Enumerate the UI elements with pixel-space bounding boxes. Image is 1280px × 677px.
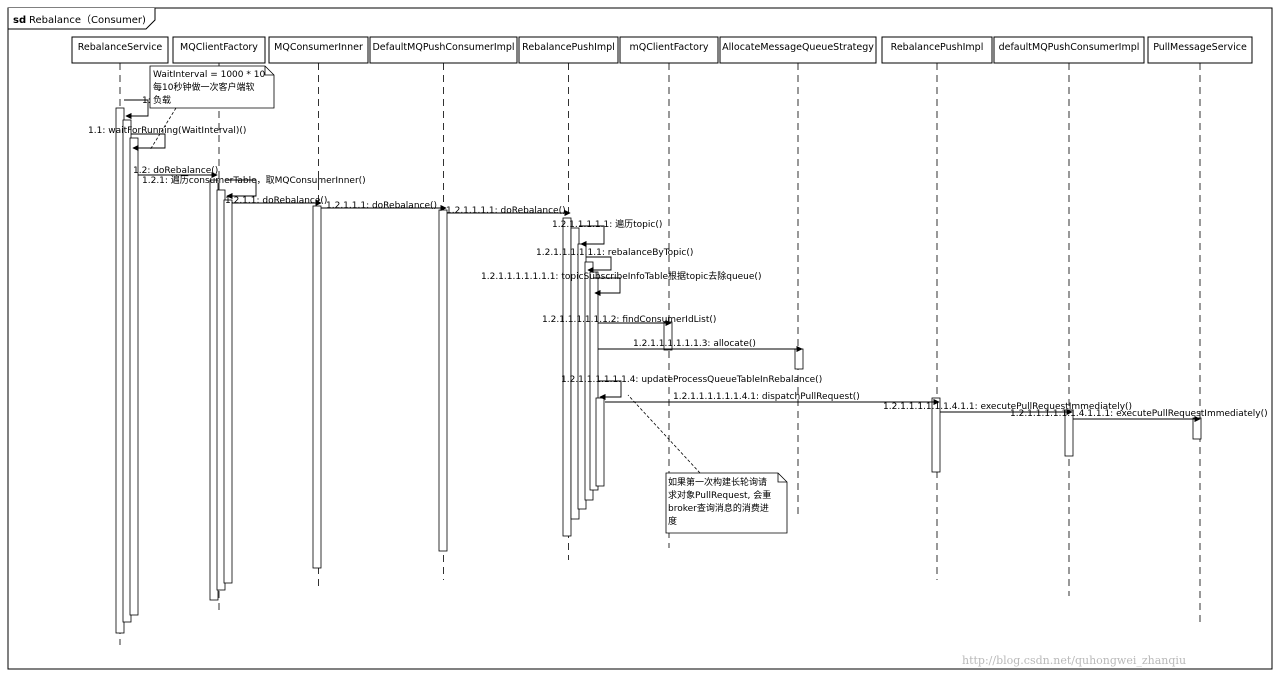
activation-bar — [595, 397, 605, 487]
participant-box — [518, 36, 619, 64]
message-label: 1.2.1.1.1: doRebalance() — [326, 201, 437, 211]
participant-name: DefaultMQPushConsumerImpl — [372, 42, 514, 53]
self-message-arrow — [225, 179, 257, 200]
message-label: 1.2.1.1: doRebalance() — [225, 196, 327, 206]
self-message-arrow — [593, 277, 621, 297]
message-label: 1.2.1.1.1.1.1.1.4.1.1.1: executePullRequ… — [1010, 409, 1268, 419]
note-pull-line-3: broker查询消息的消费进 — [668, 502, 769, 514]
message-label: 1.2.1.1.1.1.1.1.1: topicSubscribeInfoTab… — [481, 270, 761, 282]
participant-name: MQConsumerInner — [274, 42, 363, 53]
participant-box — [71, 36, 169, 64]
message-label: 1.2.1.1.1.1: doRebalance() — [446, 206, 566, 216]
participant-name: RebalancePushImpl — [522, 42, 615, 53]
note-pull-line-1: 如果第一次构建长轮询请 — [668, 476, 767, 488]
frame-kind: sd — [13, 15, 26, 26]
activation-bar — [223, 199, 233, 584]
note-wait-line-1: WaitInterval = 1000 * 10 — [153, 70, 265, 80]
self-message-arrow — [124, 99, 149, 120]
participant-box — [1147, 36, 1253, 64]
message-label: 1.2.1.1.1.1.1.1.2: findConsumerIdList() — [542, 315, 716, 325]
message-label: 1.2.1.1.1.1.1.1.4: updateProcessQueueTab… — [561, 375, 822, 385]
participant-box — [993, 36, 1145, 64]
message-label: 1.2.1.1.1.1.1: 遍历topic() — [552, 218, 662, 230]
self-message-arrow — [579, 225, 605, 248]
participant-box — [619, 36, 719, 64]
message-label: 1.2.1.1.1.1.1.1: rebalanceByTopic() — [536, 248, 693, 258]
message-label: 1.2: doRebalance() — [133, 166, 218, 176]
participant-name: AllocateMessageQueueStrategy — [722, 42, 874, 53]
message-label: 1.2.1.1.1.1.1.1.3: allocate() — [633, 339, 756, 349]
watermark: http://blog.csdn.net/quhongwei_zhanqiu — [962, 654, 1186, 667]
self-message-arrow — [586, 256, 612, 274]
message-label: 1.1: waitForRunning(WaitInterval)() — [88, 126, 246, 136]
message-label: 1.2.1.1.1.1.1.1.4.1: dispatchPullRequest… — [673, 392, 860, 402]
message-label: 1.2.1: 遍历consumerTable，取MQConsumerInner(… — [142, 174, 366, 186]
self-message-arrow — [598, 380, 622, 401]
frame-title: Rebalance（Consumer) — [29, 14, 146, 26]
message-label: 1.2.1.1.1.1.1.1.4.1.1: executePullReques… — [883, 402, 1132, 412]
participant-name: PullMessageService — [1153, 42, 1247, 53]
activation-bar — [794, 348, 804, 370]
participant-box — [369, 36, 518, 64]
activation-bar — [931, 397, 941, 473]
note-pull-line-4: 度 — [668, 515, 677, 527]
diagram-frame — [7, 7, 1273, 670]
note-pull-line-2: 求对象PullRequest, 会重 — [668, 489, 771, 501]
participant-box — [268, 36, 369, 64]
frame-tab — [7, 8, 156, 30]
participant-name: RebalancePushImpl — [891, 42, 984, 53]
participant-box — [881, 36, 993, 64]
activation-bar — [1192, 417, 1202, 440]
note-wait-line-3: 负载 — [153, 94, 171, 106]
note-wait-interval: WaitInterval = 1000 * 10 每10秒钟做一次客户端软 负载 — [149, 65, 275, 151]
self-message-arrow — [131, 133, 166, 152]
note-pull-request: 如果第一次构建长轮询请 求对象PullRequest, 会重 broker查询消… — [627, 394, 788, 534]
participant-name: MQClientFactory — [180, 42, 258, 53]
participant-name: defaultMQPushConsumerImpl — [999, 42, 1140, 53]
participant-box — [719, 36, 877, 64]
activation-bar — [129, 137, 139, 616]
note-wait-line-2: 每10秒钟做一次客户端软 — [153, 81, 254, 93]
message-label: 1: — [142, 96, 151, 106]
participant-name: mQClientFactory — [630, 42, 709, 53]
participant-name: RebalanceService — [78, 42, 163, 53]
participant-box — [172, 36, 266, 64]
activation-bar — [438, 209, 448, 552]
activation-bar — [312, 205, 322, 569]
